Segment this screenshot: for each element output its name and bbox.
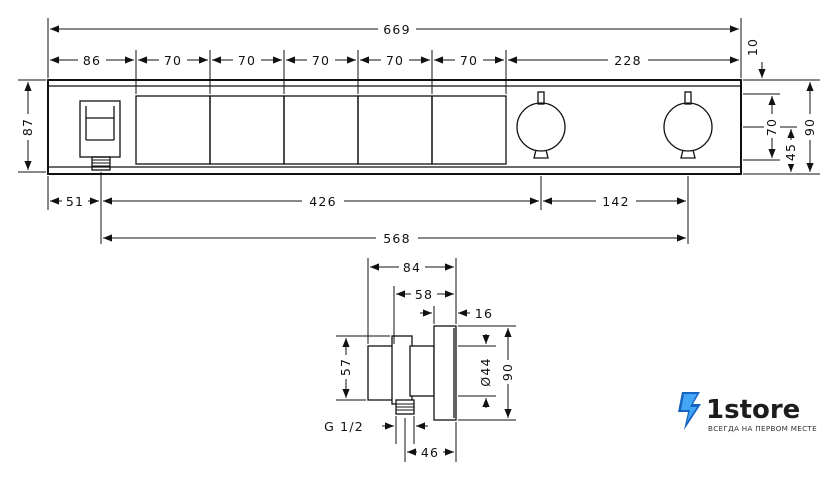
push-button-5	[431, 95, 507, 165]
dim-bottom-total: 568	[103, 229, 686, 246]
thermostat-handle-left	[516, 91, 566, 159]
dim-51: 51	[66, 194, 84, 209]
hose-holder	[79, 100, 121, 171]
dim-16: 16	[475, 306, 493, 321]
dim-height-left: 87	[18, 79, 46, 173]
dim-70-c: 70	[312, 53, 330, 68]
dim-70-a: 70	[164, 53, 182, 68]
lightning-bolt-icon	[678, 392, 701, 430]
brand-logo: 1store ВСЕГДА НА ПЕРВОМ МЕСТЕ	[678, 392, 817, 433]
push-button-4	[357, 95, 433, 165]
dim-segments: 86 70 70 70 70 70 228	[50, 50, 739, 94]
dim-top-offset: 10	[743, 38, 768, 81]
push-button-2	[209, 95, 285, 165]
dim-bottom-row: 51 426 142	[47, 172, 689, 244]
push-button-3	[283, 95, 359, 165]
mounting-plate	[47, 79, 742, 175]
dim-70-b: 70	[238, 53, 256, 68]
dim-87: 87	[20, 118, 35, 136]
dim-10: 10	[745, 38, 760, 56]
dim-diameter-44: Ø44	[478, 357, 493, 386]
dim-46: 46	[421, 445, 439, 460]
front-plate-side	[433, 325, 457, 421]
dim-thread-g12: G 1/2	[324, 419, 364, 434]
brand-name: 1store	[706, 395, 800, 425]
dim-45: 45	[783, 143, 798, 161]
dim-57: 57	[338, 358, 353, 376]
dim-90-vertical: 90	[802, 118, 817, 136]
valve-body	[367, 345, 395, 401]
dim-568: 568	[383, 231, 410, 246]
dim-right-side: 70 45 90	[743, 79, 820, 175]
dim-58: 58	[415, 287, 433, 302]
dim-70-d: 70	[386, 53, 404, 68]
brand-tagline: ВСЕГДА НА ПЕРВОМ МЕСТЕ	[708, 424, 817, 433]
dim-84: 84	[403, 260, 421, 275]
dim-228: 228	[614, 53, 641, 68]
front-view: 669 86 70 70 70	[18, 18, 820, 246]
dim-70-vertical: 70	[764, 118, 779, 136]
dim-142: 142	[602, 194, 629, 209]
dim-426: 426	[309, 194, 336, 209]
dim-overall-width: 669	[47, 18, 742, 78]
push-button-1	[135, 95, 211, 165]
side-view: 84 58 16 57 Ø44 90 G 1/2	[324, 258, 516, 462]
thermostat-handle-right	[663, 91, 713, 159]
dim-669: 669	[383, 22, 410, 37]
dim-86: 86	[83, 53, 101, 68]
dim-90-side: 90	[500, 363, 515, 381]
dim-70-e: 70	[460, 53, 478, 68]
